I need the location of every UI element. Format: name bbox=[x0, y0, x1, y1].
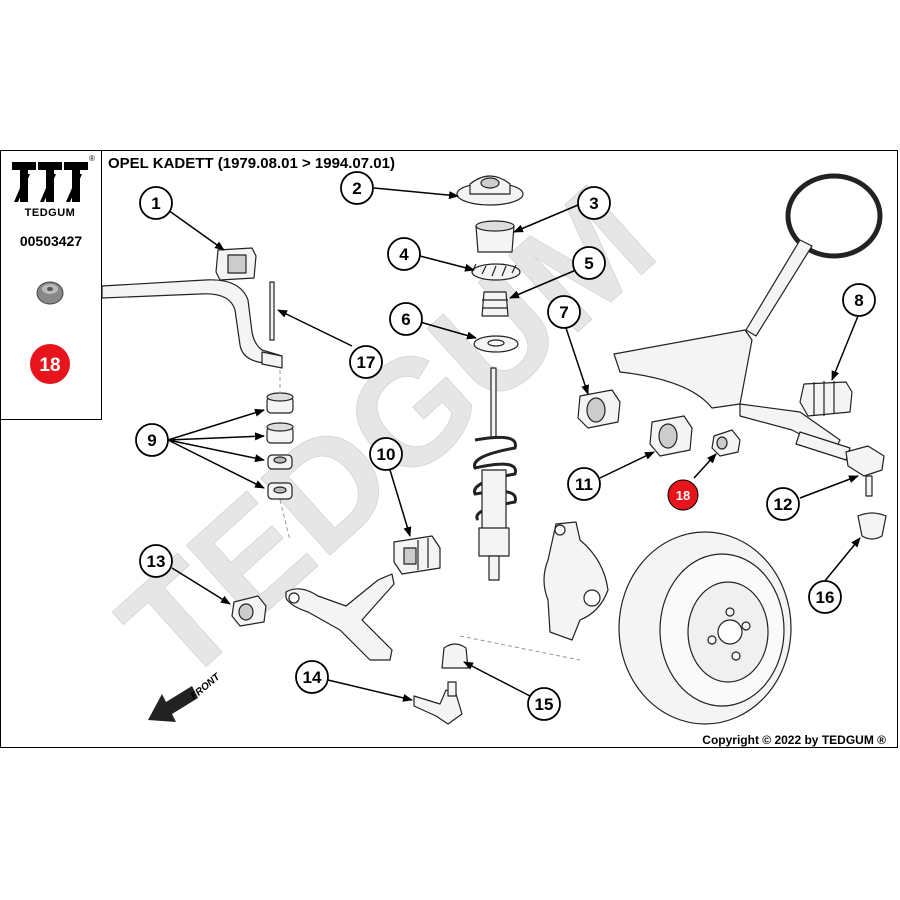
lower-control-arm bbox=[285, 573, 395, 661]
callout-3: 3 bbox=[577, 186, 611, 220]
svg-text:3: 3 bbox=[589, 194, 598, 213]
callout-13: 13 bbox=[139, 544, 173, 578]
svg-text:10: 10 bbox=[377, 445, 396, 464]
tedgum-logo bbox=[12, 162, 88, 202]
strut-bearing bbox=[475, 220, 515, 253]
svg-text:7: 7 bbox=[559, 303, 568, 322]
steering-bushing-large bbox=[649, 415, 693, 457]
bump-stop bbox=[481, 291, 509, 317]
callout-18-highlighted: 18 bbox=[667, 479, 699, 511]
svg-text:15: 15 bbox=[535, 695, 554, 714]
callout-16: 16 bbox=[808, 580, 842, 614]
wheel bbox=[618, 531, 792, 725]
stabilizer-bush bbox=[215, 247, 257, 281]
svg-text:17: 17 bbox=[357, 353, 376, 372]
svg-text:6: 6 bbox=[401, 310, 410, 329]
svg-text:2: 2 bbox=[352, 179, 361, 198]
svg-text:11: 11 bbox=[575, 475, 593, 494]
callout-12: 12 bbox=[766, 487, 800, 521]
link-bush-stack bbox=[266, 392, 294, 500]
copyright-notice: Copyright © 2022 by TEDGUM ® bbox=[702, 733, 886, 747]
strut-top-mount bbox=[456, 175, 524, 206]
callout-4: 4 bbox=[387, 237, 421, 271]
strut-washer bbox=[473, 335, 519, 353]
callout-15: 15 bbox=[527, 687, 561, 721]
callout-6: 6 bbox=[389, 302, 423, 336]
link-rod bbox=[269, 281, 275, 341]
svg-text:5: 5 bbox=[584, 254, 593, 273]
steering-knuckle bbox=[543, 521, 609, 641]
registered-mark: ® bbox=[89, 154, 95, 163]
svg-text:18: 18 bbox=[676, 488, 690, 503]
tie-rod-boot bbox=[857, 512, 887, 540]
callout-8: 8 bbox=[842, 283, 876, 317]
front-direction-arrow bbox=[148, 686, 198, 722]
callout-7: 7 bbox=[547, 295, 581, 329]
spring-seat bbox=[471, 263, 521, 281]
callout-5: 5 bbox=[572, 246, 606, 280]
callout-9: 9 bbox=[135, 423, 169, 457]
svg-text:9: 9 bbox=[147, 431, 156, 450]
brand-name: TEDGUM bbox=[24, 207, 76, 219]
part-number: 00503427 bbox=[19, 233, 83, 249]
highlight-badge: 18 bbox=[30, 344, 70, 384]
highlight-badge-number: 18 bbox=[39, 355, 60, 376]
tie-rod-end bbox=[795, 431, 885, 497]
steering-bellows bbox=[799, 381, 853, 417]
ball-joint-boot bbox=[441, 643, 469, 669]
watermark-text: TEDGUM bbox=[89, 154, 684, 714]
callout-2: 2 bbox=[340, 171, 374, 205]
callout-1: 1 bbox=[139, 186, 173, 220]
callout-11: 11 bbox=[567, 467, 601, 501]
leader-lines bbox=[167, 187, 861, 702]
svg-text:1: 1 bbox=[151, 194, 160, 213]
product-sidebar bbox=[0, 150, 102, 420]
highlighted-bushing bbox=[711, 429, 741, 457]
diagram-frame bbox=[0, 150, 898, 748]
svg-text:4: 4 bbox=[399, 245, 409, 264]
svg-text:14: 14 bbox=[303, 668, 322, 687]
svg-text:16: 16 bbox=[816, 588, 835, 607]
svg-text:8: 8 bbox=[854, 291, 863, 310]
shock-absorber-with-spring bbox=[473, 367, 517, 581]
rubber-mount bbox=[393, 535, 441, 575]
callout-17: 17 bbox=[349, 345, 383, 379]
ball-joint bbox=[413, 681, 463, 725]
svg-text:12: 12 bbox=[774, 495, 793, 514]
control-arm-bushing bbox=[231, 595, 267, 627]
reference-lines bbox=[279, 370, 581, 661]
stabilizer-bar bbox=[101, 279, 283, 369]
vehicle-title: OPEL KADETT (1979.08.01 > 1994.07.01) bbox=[108, 155, 395, 172]
svg-text:13: 13 bbox=[147, 552, 166, 571]
steering-rack-bushing bbox=[577, 389, 621, 429]
callout-14: 14 bbox=[295, 660, 329, 694]
product-thumbnail bbox=[36, 281, 64, 305]
callout-10: 10 bbox=[369, 437, 403, 471]
